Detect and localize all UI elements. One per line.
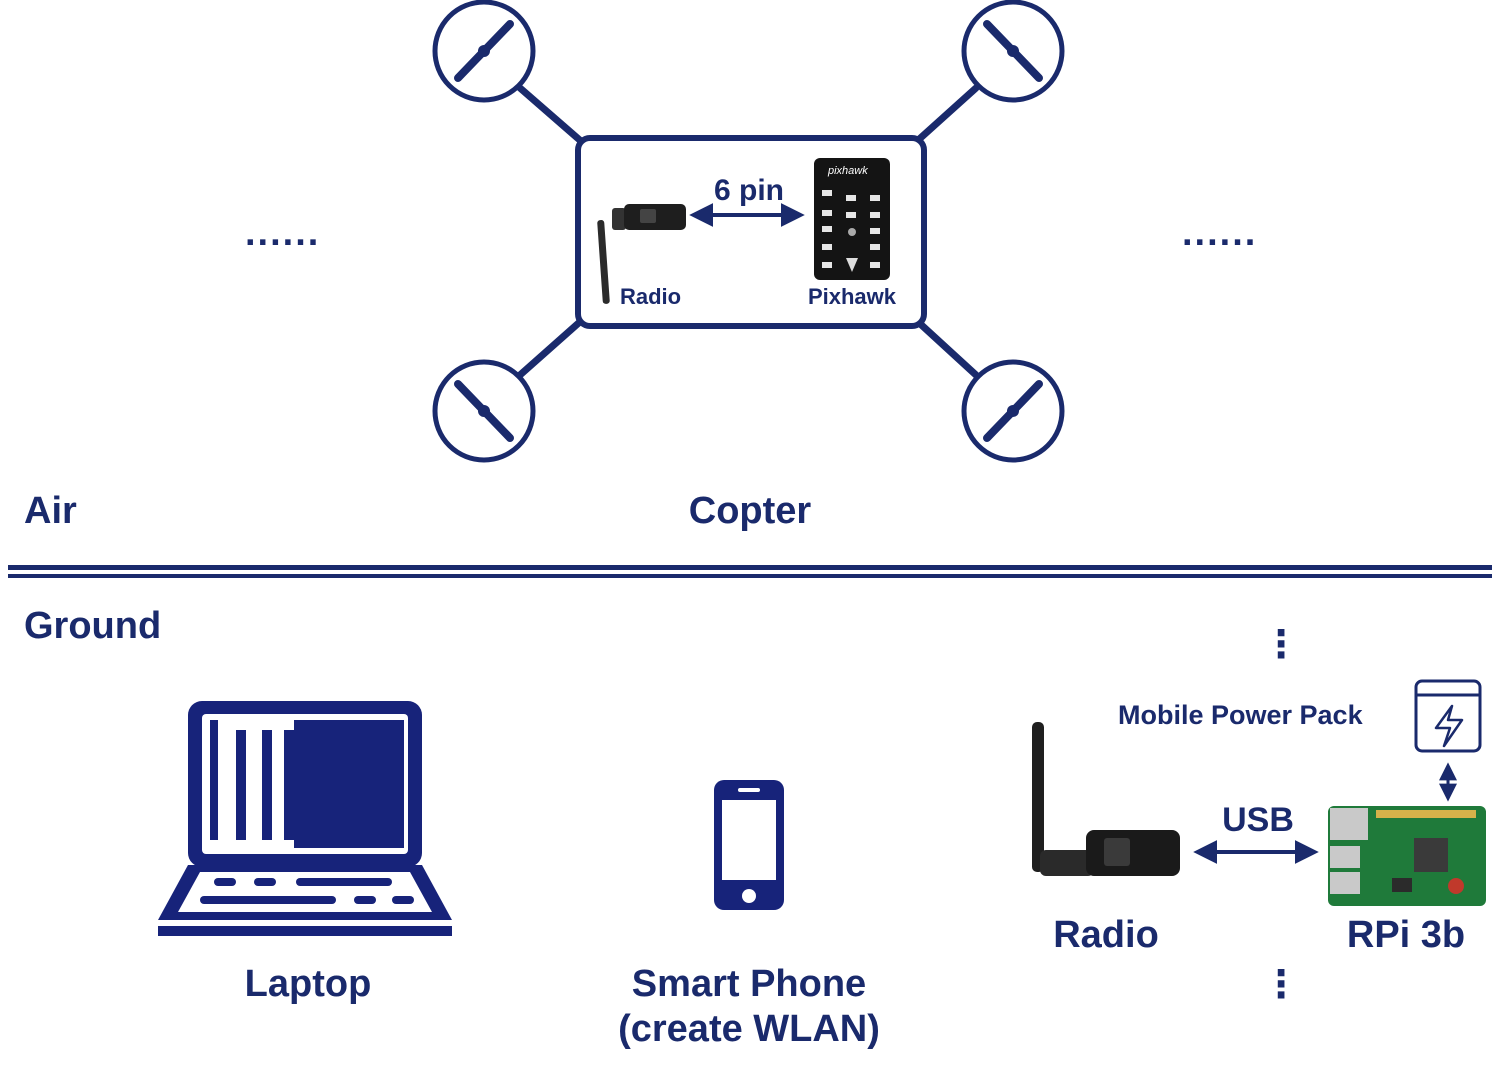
ground-radio-label: Radio bbox=[1053, 914, 1159, 956]
vertical-ellipsis-bottom: ⋮ bbox=[1262, 964, 1300, 1006]
pixhawk-brand-text: pixhawk bbox=[828, 165, 868, 177]
rpi-board-image bbox=[1328, 806, 1486, 906]
power-pack-icon bbox=[1414, 679, 1482, 753]
copter-ellipsis-left: ...... bbox=[245, 212, 321, 254]
pixhawk-label: Pixhawk bbox=[807, 284, 897, 309]
ground-radio-image bbox=[1032, 722, 1180, 876]
usb-label: USB bbox=[1222, 801, 1294, 839]
rotor-top-right bbox=[961, 0, 1065, 103]
smartphone-label-line1: Smart Phone bbox=[631, 963, 867, 1005]
pixhawk-image bbox=[814, 158, 890, 280]
smartphone-label-line2: (create WLAN) bbox=[618, 1008, 880, 1050]
air-radio-image bbox=[597, 204, 686, 304]
ground-section-label: Ground bbox=[24, 605, 162, 647]
rotor-bottom-right bbox=[961, 359, 1065, 463]
copter-ellipsis-right: ...... bbox=[1182, 212, 1258, 254]
power-pack-label: Mobile Power Pack bbox=[1118, 700, 1363, 730]
laptop-label: Laptop bbox=[244, 963, 372, 1005]
vertical-ellipsis-top: ⋮ bbox=[1262, 624, 1300, 666]
air-ground-divider bbox=[8, 565, 1492, 578]
copter-arms bbox=[516, 84, 980, 379]
six-pin-label: 6 pin bbox=[713, 174, 785, 207]
air-radio-label: Radio bbox=[620, 284, 682, 309]
rpi-label: RPi 3b bbox=[1346, 914, 1466, 956]
air-section-label: Air bbox=[24, 490, 77, 532]
copter-label: Copter bbox=[688, 490, 812, 532]
rotor-bottom-left bbox=[432, 359, 536, 463]
laptop-icon bbox=[158, 701, 452, 936]
rotor-top-left bbox=[432, 0, 536, 103]
smartphone-icon bbox=[714, 780, 784, 910]
